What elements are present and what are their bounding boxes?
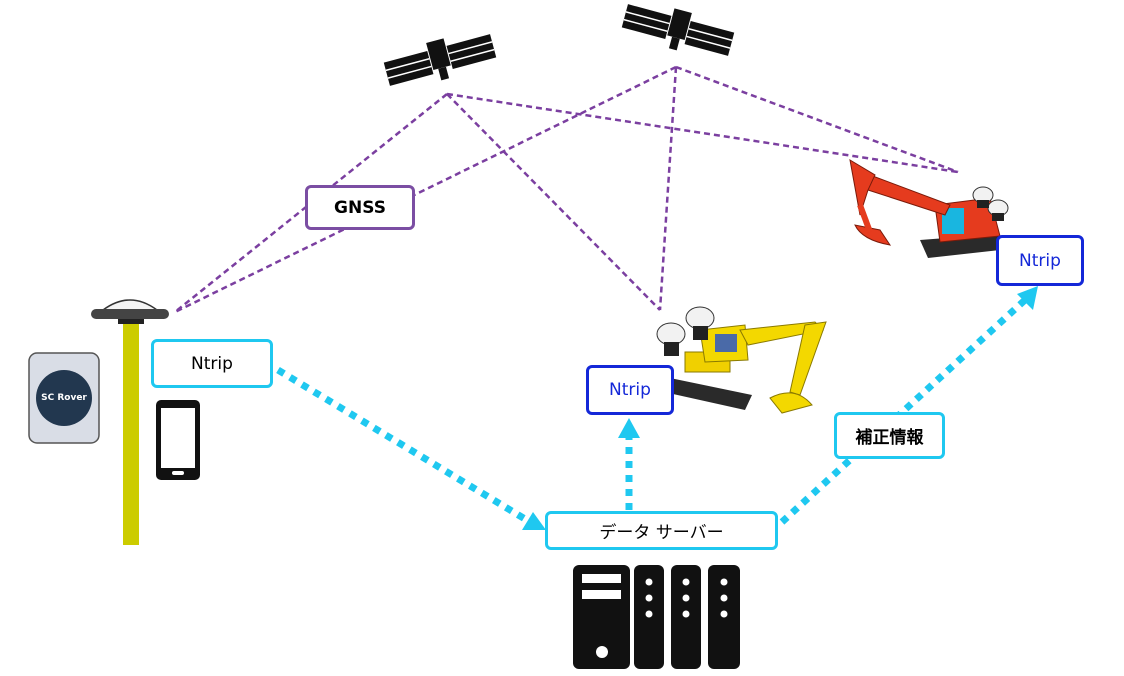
gnss-line-sat1-excavator-yellow bbox=[446, 93, 661, 311]
pole-icon bbox=[123, 322, 139, 545]
sc-rover-label: SC Rover bbox=[36, 370, 92, 426]
ntrip-label-excavator-yellow: Ntrip bbox=[586, 365, 674, 415]
correction-info-label: 補正情報 bbox=[834, 412, 945, 459]
gnss-signal-lines bbox=[174, 65, 959, 314]
antenna-base-icon bbox=[91, 309, 169, 319]
server-rack-icon bbox=[573, 565, 740, 669]
excavator-yellow-icon bbox=[656, 306, 827, 414]
ntrip-label-excavator-red: Ntrip bbox=[996, 235, 1084, 286]
arrowhead-server bbox=[522, 512, 546, 530]
ntrip-label-rover: Ntrip bbox=[151, 339, 273, 388]
gnss-label: GNSS bbox=[305, 185, 415, 230]
arrow-rover-to-server bbox=[276, 367, 532, 525]
arrow-heads bbox=[522, 286, 1038, 530]
satellite-icon bbox=[383, 34, 497, 86]
arrowhead-yellow bbox=[618, 418, 640, 438]
smartphone-icon bbox=[156, 400, 200, 480]
gnss-rover-pole bbox=[91, 299, 169, 545]
excavator-red-icon bbox=[849, 159, 1009, 258]
gnss-line-sat2-excavator-yellow bbox=[658, 66, 678, 311]
arrowhead-red bbox=[1017, 286, 1038, 310]
antenna-dome-icon bbox=[100, 299, 160, 311]
gnss-line-sat2-excavator-red bbox=[675, 65, 959, 174]
gnss-line-sat1-excavator-red bbox=[446, 92, 959, 174]
gnss-line-sat2-rover bbox=[174, 65, 677, 314]
data-server-label: データ サーバー bbox=[545, 511, 778, 550]
satellite-icon bbox=[621, 4, 735, 56]
